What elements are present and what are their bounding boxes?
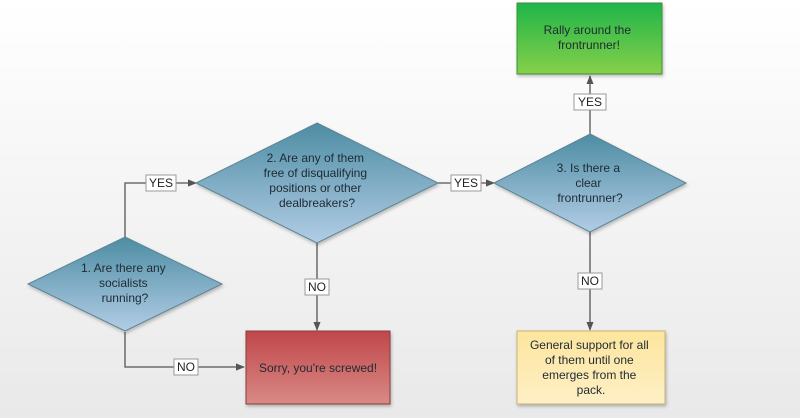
decision-q3-diamond xyxy=(492,133,688,233)
outcome-screwed-text: Sorry, you're screwed! xyxy=(259,361,377,375)
outcome-general-line: General support for all xyxy=(530,338,649,352)
edge-label-text: YES xyxy=(578,95,602,109)
edge-label-text: YES xyxy=(149,176,173,190)
decision-q2-line: dealbreakers? xyxy=(279,196,355,210)
decision-q1-line: 1. Are there any xyxy=(81,261,166,275)
edge-label-text: NO xyxy=(581,274,599,288)
edge-label-box xyxy=(577,272,603,290)
edge-label-q1-no: NO xyxy=(173,358,199,376)
decision-q3-text: 3. Is there a clear frontrunner? xyxy=(557,161,624,205)
edge-label-box xyxy=(304,278,330,296)
outcome-general-line: pack. xyxy=(577,383,606,397)
decision-q1-diamond xyxy=(26,236,224,332)
outcome-general: General support for all of them until on… xyxy=(516,330,666,405)
edge-label-q3-yes: YES xyxy=(573,93,607,111)
outcome-rally-line: Rally around the xyxy=(544,23,632,37)
outcome-screwed: Sorry, you're screwed! xyxy=(245,330,391,405)
outcome-general-line: emerges from the xyxy=(542,368,636,382)
decision-q2-diamond xyxy=(194,122,440,244)
edge-label-text: NO xyxy=(177,360,195,374)
edge-label-box xyxy=(450,174,482,192)
decision-q3-line: clear xyxy=(575,176,601,190)
decision-q1: 1. Are there any socialists running? xyxy=(26,236,224,332)
outcome-screwed-box xyxy=(245,330,391,405)
edge-label-text: NO xyxy=(308,280,326,294)
outcome-general-line: of them until one xyxy=(545,353,634,367)
decision-q1-line: running? xyxy=(102,291,149,305)
outcome-general-box xyxy=(516,330,666,405)
decision-q2-line: positions or other xyxy=(269,181,361,195)
outcome-general-text: General support for all of them until on… xyxy=(530,338,652,397)
edge-label-q1-yes: YES xyxy=(145,174,177,192)
outcome-rally-line: frontrunner! xyxy=(558,38,620,52)
edge-label-q2-yes: YES xyxy=(450,174,482,192)
decision-q3-line: frontrunner? xyxy=(557,191,623,205)
decision-q2-line: free of disqualifying xyxy=(264,166,367,180)
outcome-rally-text: Rally around the frontrunner! xyxy=(544,23,635,52)
edge-label-q3-no: NO xyxy=(577,272,603,290)
decision-q1-text: 1. Are there any socialists running? xyxy=(81,261,169,305)
decision-q2-line: 2. Are any of them xyxy=(267,151,364,165)
outcome-rally: Rally around the frontrunner! xyxy=(516,2,663,75)
edge-label-box xyxy=(573,93,607,111)
edge-label-q2-no: NO xyxy=(304,278,330,296)
decision-q2-text: 2. Are any of them free of disqualifying… xyxy=(264,151,371,210)
outcome-screwed-line: Sorry, you're screwed! xyxy=(259,361,377,375)
decision-q1-line: socialists xyxy=(99,276,148,290)
connector-q1-no xyxy=(124,332,245,371)
edge-label-text: YES xyxy=(454,176,478,190)
edge-label-box xyxy=(173,358,199,376)
decision-q3-line: 3. Is there a xyxy=(557,161,621,175)
decision-q3: 3. Is there a clear frontrunner? xyxy=(492,133,688,233)
outcome-rally-box xyxy=(516,2,663,75)
edge-label-box xyxy=(145,174,177,192)
decision-q2: 2. Are any of them free of disqualifying… xyxy=(194,122,440,244)
